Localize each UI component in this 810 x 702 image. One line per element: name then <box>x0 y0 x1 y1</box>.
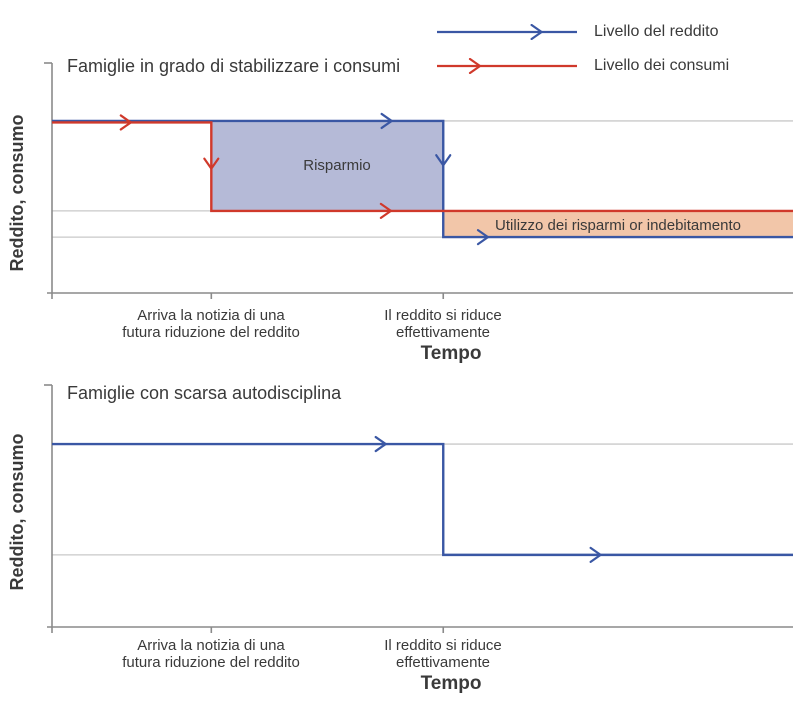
legend-label-income: Livello del reddito <box>594 23 719 40</box>
xtick-line: Il reddito si riduce <box>384 307 502 324</box>
xtick-line: effettivamente <box>396 654 490 671</box>
income-line-icon <box>437 24 577 40</box>
xtick-line: futura riduzione del reddito <box>122 654 300 671</box>
panel2-xtick-drop: Il reddito si riduce effettivamente <box>333 637 553 671</box>
xtick-line: effettivamente <box>396 324 490 341</box>
panel2-title: Famiglie con scarsa autodisciplina <box>67 383 342 403</box>
xtick-line: Il reddito si riduce <box>384 637 502 654</box>
legend-label-consumption: Livello dei consumi <box>594 57 730 74</box>
legend-item-income: Livello del reddito <box>437 23 729 40</box>
panel1-xtick-news: Arriva la notizia di una futura riduzion… <box>81 307 341 341</box>
xtick-line: Arriva la notizia di una <box>137 637 285 654</box>
xtick-line: futura riduzione del reddito <box>122 324 300 341</box>
panel2-y-axis-label: Reddito, consumo <box>7 433 27 591</box>
panel2-xtick-news: Arriva la notizia di una futura riduzion… <box>81 637 341 671</box>
xtick-line: Arriva la notizia di una <box>137 307 285 324</box>
dissaving-area-label: Utilizzo dei risparmi or indebitamento <box>495 217 741 234</box>
panel1-title: Famiglie in grado di stabilizzare i cons… <box>67 56 401 76</box>
legend-item-consumption: Livello dei consumi <box>437 57 730 74</box>
consumption-line-icon <box>437 58 577 74</box>
panel1-y-axis-label: Reddito, consumo <box>7 114 27 272</box>
saving-area-label: Risparmio <box>303 157 371 174</box>
panel2-x-axis-label: Tempo <box>420 673 482 694</box>
panel1-x-axis-label: Tempo <box>420 343 482 364</box>
legend: Livello del reddito Livello dei consumi <box>437 23 730 92</box>
panel1-xtick-drop: Il reddito si riduce effettivamente <box>333 307 553 341</box>
